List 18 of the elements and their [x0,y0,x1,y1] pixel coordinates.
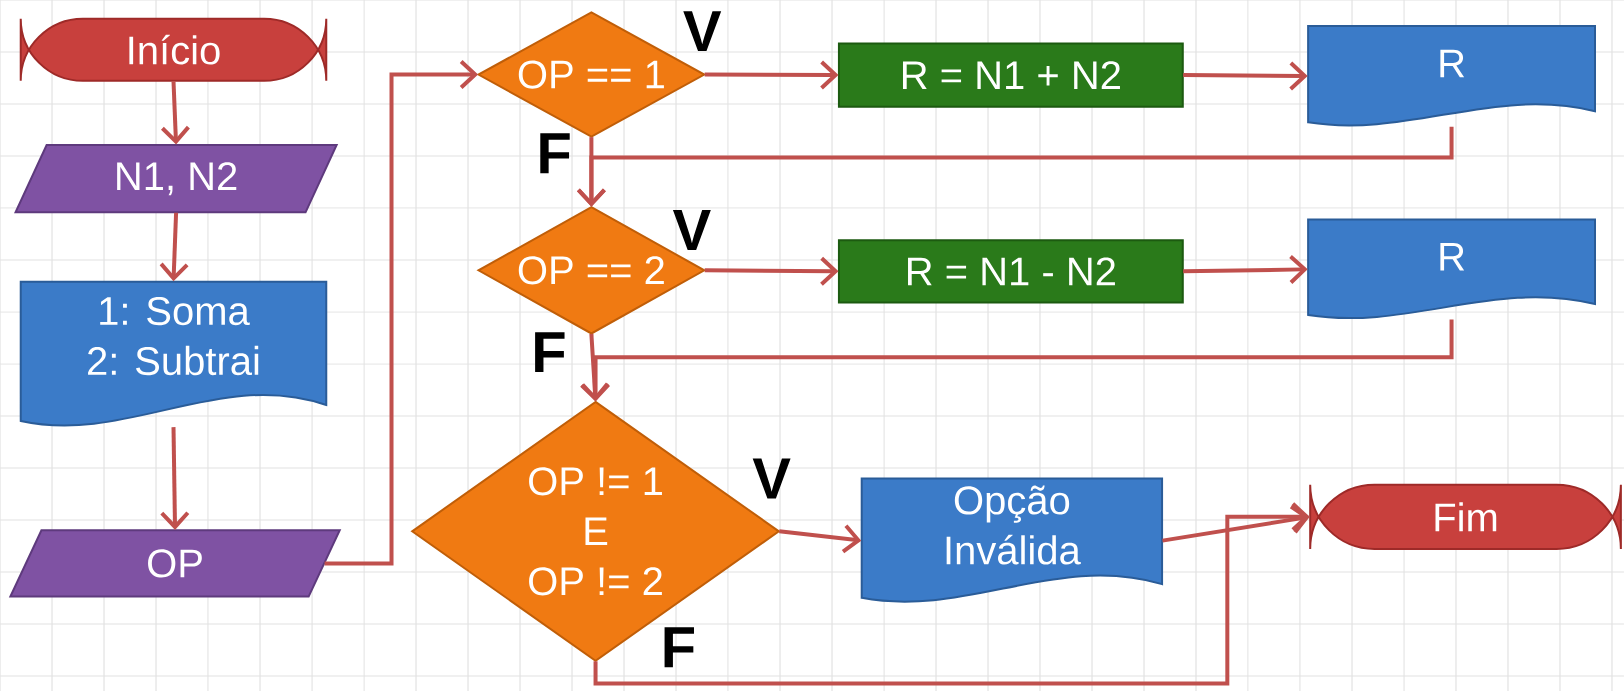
process-box: R = N1 + N2 [837,42,1184,108]
edge-label: F [535,332,565,373]
arrow [704,60,839,90]
arrow [580,333,610,402]
arrow [324,60,479,566]
arrow [161,81,190,145]
arrow [779,524,862,554]
arrow [1183,61,1308,91]
process-box: R = N1 - N2 [837,239,1184,304]
input-parallelogram: N1, N2 [14,144,339,214]
arrow [1162,505,1310,543]
arrow [159,212,189,282]
arrow [160,427,190,530]
arrow [576,126,1454,207]
arrow [1183,255,1308,284]
arrow [581,319,1454,402]
arrow [593,502,1310,686]
arrow [704,256,839,286]
